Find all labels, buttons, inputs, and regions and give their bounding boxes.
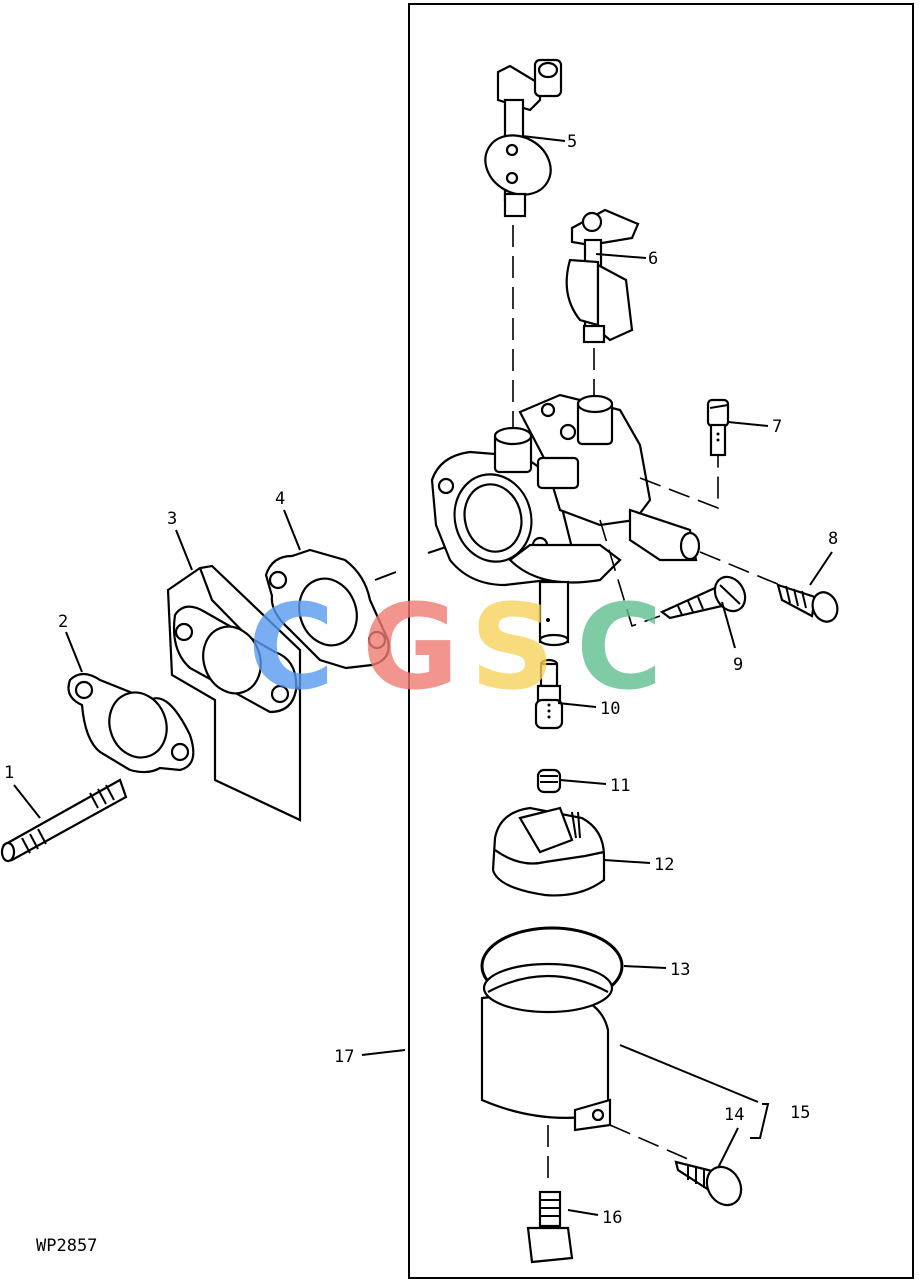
callout-2: 2 [58,612,68,632]
dash-line-14 [609,1124,691,1161]
part-5-throttle-shaft [484,58,563,218]
callout-1: 1 [4,763,14,783]
callout-12: 12 [654,855,674,875]
part-11-jet [536,768,562,794]
part-6-choke-shaft [565,208,640,344]
callout-17: 17 [334,1047,354,1067]
callout-4: 4 [275,489,285,509]
leader-lines [13,135,833,1216]
callout-11: 11 [610,776,630,796]
part-7-idle-screw [706,398,730,457]
dash-line-9 [599,519,661,628]
watermark-letter-2: G [362,578,459,716]
callout-5: 5 [567,132,577,152]
figure-id: WP2857 [36,1236,97,1256]
part-9-idle-speed-screw [659,575,747,620]
dash-line-8 [699,551,781,586]
part-8-screw [776,583,839,623]
part-2-gasket [67,672,195,774]
assembly-frame [408,3,914,1279]
callout-7: 7 [772,417,782,437]
callout-15: 15 [790,1103,810,1123]
part-15-float-bowl [480,962,614,1132]
part-1-stud [0,778,128,863]
callout-labels: 1 2 3 4 5 6 7 8 9 10 11 12 13 14 15 16 1… [4,132,838,1228]
callout-3: 3 [167,509,177,529]
watermark-letter-3: S [470,578,555,716]
part-16-drain-bolt [526,1190,574,1264]
part-3-insulator [166,564,302,822]
carburetor-body [430,393,701,647]
callout-14: 14 [724,1105,744,1125]
watermark-letter-4: C [576,578,663,716]
callout-8: 8 [828,529,838,549]
callout-9: 9 [733,655,743,675]
part-4-gasket [264,544,453,670]
watermark-letter-1: C [248,578,335,716]
callout-16: 16 [602,1208,622,1228]
callout-13: 13 [670,960,690,980]
part-10-nozzle [534,658,564,730]
part-14-screw [674,1160,743,1207]
callout-6: 6 [648,249,658,269]
watermark: C G S C [248,578,663,716]
part-12-float [491,806,606,897]
callout-10: 10 [600,699,620,719]
dash-line-7 [639,448,719,510]
